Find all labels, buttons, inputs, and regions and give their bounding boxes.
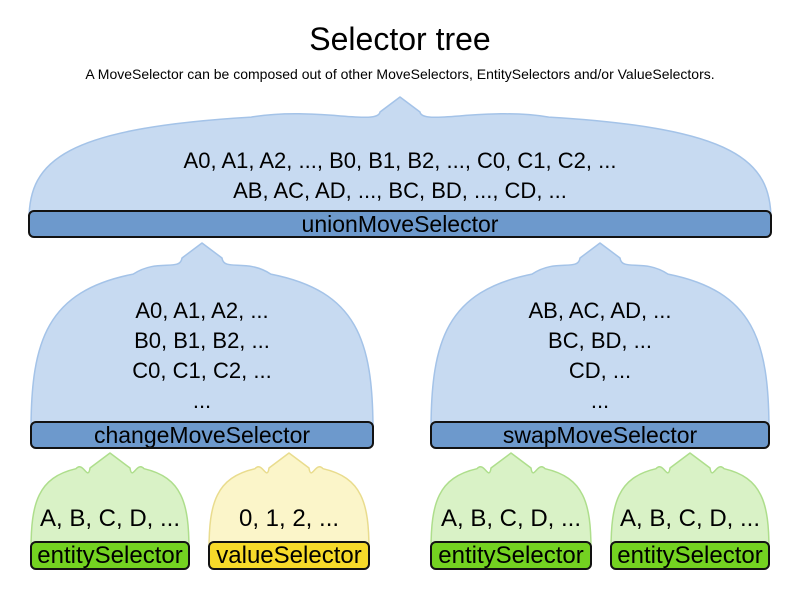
- entity-funnel-arrow-shape: [30, 452, 190, 550]
- selection-line: 0, 1, 2, ...: [238, 505, 340, 532]
- union-selection-list: A0, A1, A2, ..., B0, B1, B2, ..., C0, C1…: [28, 146, 772, 206]
- selection-line: A, B, C, D, ...: [440, 505, 582, 532]
- selection-line: BC, BD, ...: [548, 328, 652, 353]
- value-selector-bar: valueSelector: [208, 541, 370, 570]
- change-selection-list: A0, A1, A2, ... B0, B1, B2, ... C0, C1, …: [30, 296, 374, 416]
- selection-line: A, B, C, D, ...: [39, 505, 181, 532]
- union-move-selector-node: A0, A1, A2, ..., B0, B1, B2, ..., C0, C1…: [28, 96, 772, 238]
- value-funnel-arrow-shape: [208, 452, 370, 550]
- selection-line: CD, ...: [568, 358, 632, 383]
- selection-line: B0, B1, B2, ...: [134, 328, 270, 353]
- swap-move-selector-node: AB, AC, AD, ... BC, BD, ... CD, ... ... …: [430, 242, 770, 449]
- swap-funnel-arrow-shape: [430, 242, 770, 431]
- value-selector-node: 0, 1, 2, ... valueSelector: [208, 452, 370, 570]
- selection-line: ...: [590, 388, 610, 413]
- change-move-selector-bar: changeMoveSelector: [30, 421, 374, 449]
- selection-line: AB, AC, AD, ...: [528, 298, 672, 323]
- entity-selector-bar: entitySelector: [430, 541, 592, 570]
- entity-funnel-arrow-shape: [610, 452, 770, 550]
- entity-selector-bar: entitySelector: [610, 541, 770, 570]
- selection-line: C0, C1, C2, ...: [132, 358, 272, 383]
- entity-selection-list: A, B, C, D, ...: [610, 506, 770, 532]
- change-move-selector-node: A0, A1, A2, ... B0, B1, B2, ... C0, C1, …: [30, 242, 374, 449]
- value-selection-list: 0, 1, 2, ...: [208, 506, 370, 532]
- entity-selection-list: A, B, C, D, ...: [430, 506, 592, 532]
- swap-move-selector-bar: swapMoveSelector: [430, 421, 770, 449]
- union-funnel-arrow-shape: [28, 96, 772, 220]
- entity-selector-right-node: A, B, C, D, ... entitySelector: [610, 452, 770, 570]
- entity-selector-mid-node: A, B, C, D, ... entitySelector: [430, 452, 592, 570]
- entity-funnel-arrow-shape: [430, 452, 592, 550]
- selection-line: A, B, C, D, ...: [619, 505, 761, 532]
- page-title: Selector tree: [309, 21, 491, 57]
- entity-selection-list: A, B, C, D, ...: [30, 506, 190, 532]
- change-funnel-arrow-shape: [30, 242, 374, 431]
- selection-line: AB, AC, AD, ..., BC, BD, ..., CD, ...: [233, 178, 567, 203]
- entity-selector-left-node: A, B, C, D, ... entitySelector: [30, 452, 190, 570]
- entity-selector-bar: entitySelector: [30, 541, 190, 570]
- union-move-selector-bar: unionMoveSelector: [28, 210, 772, 238]
- diagram-subtitle: A MoveSelector can be composed out of ot…: [85, 66, 715, 82]
- selection-line: ...: [192, 388, 212, 413]
- selection-line: A0, A1, A2, ...: [135, 298, 269, 323]
- selection-line: A0, A1, A2, ..., B0, B1, B2, ..., C0, C1…: [183, 148, 617, 173]
- swap-selection-list: AB, AC, AD, ... BC, BD, ... CD, ... ...: [430, 296, 770, 416]
